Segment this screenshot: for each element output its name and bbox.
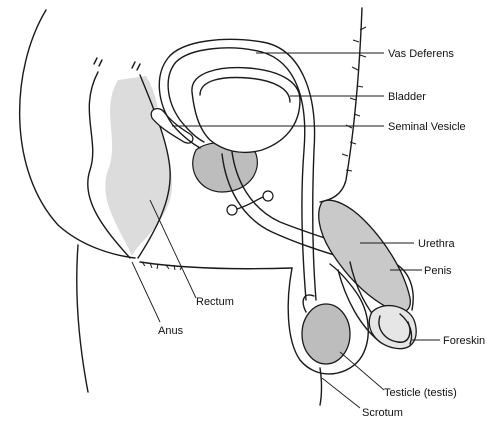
label-urethra: Urethra <box>418 238 456 250</box>
label-anus: Anus <box>158 325 184 337</box>
label-seminal-vesicle: Seminal Vesicle <box>388 121 466 133</box>
label-rectum: Rectum <box>196 296 234 308</box>
label-vas-deferens: Vas Deferens <box>388 48 454 60</box>
bladder <box>192 68 300 153</box>
foreskin <box>369 306 416 349</box>
label-testicle: Testicle (testis) <box>384 387 457 399</box>
label-bladder: Bladder <box>388 91 426 103</box>
testicle <box>302 295 350 364</box>
label-scrotum: Scrotum <box>362 407 403 419</box>
label-foreskin: Foreskin <box>443 335 485 347</box>
label-penis: Penis <box>424 265 452 277</box>
